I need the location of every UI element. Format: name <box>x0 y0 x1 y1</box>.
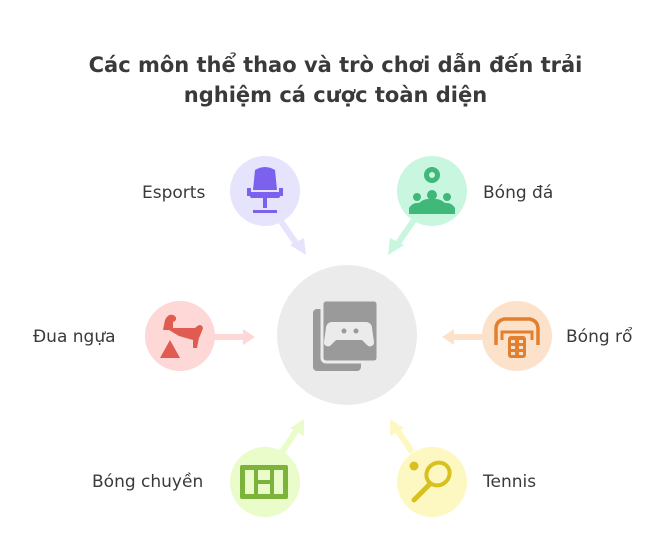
label-esports: Esports <box>142 183 206 203</box>
label-bong-chuyen: Bóng chuyền <box>92 472 204 492</box>
label-tennis: Tennis <box>483 472 537 492</box>
label-dua-ngua: Đua ngựa <box>33 327 116 347</box>
arrow-tennis <box>393 426 415 454</box>
arrowhead-dua-ngua <box>243 329 255 345</box>
tennis-racket-icon <box>409 460 452 503</box>
esports-circle[interactable] <box>230 156 300 226</box>
arrowhead-bong-da <box>388 238 404 255</box>
volleyball-court-icon <box>240 465 288 499</box>
label-bong-da: Bóng đá <box>483 183 554 203</box>
gaming-chair-icon <box>247 167 283 213</box>
football-team-icon <box>409 167 455 214</box>
title-line-2: nghiệm cá cược toàn diện <box>183 83 488 107</box>
arrowhead-bong-chuyen <box>290 419 304 436</box>
arrowhead-bong-ro <box>442 329 454 345</box>
label-bong-ro: Bóng rổ <box>566 327 633 347</box>
diagram-title: Các môn thể thao và trò chơi dẫn đến trả… <box>0 50 671 110</box>
horse-jump-icon <box>160 314 203 358</box>
arrow-esports <box>277 218 301 248</box>
game-library-icon <box>313 298 380 371</box>
basketball-hoop-icon <box>494 317 540 358</box>
arrow-bong-da <box>393 218 417 248</box>
arrowhead-esports <box>290 238 306 255</box>
arrowhead-tennis <box>390 419 404 436</box>
arrow-bong-chuyen <box>279 426 301 454</box>
title-line-1: Các môn thể thao và trò chơi dẫn đến trả… <box>88 53 583 77</box>
